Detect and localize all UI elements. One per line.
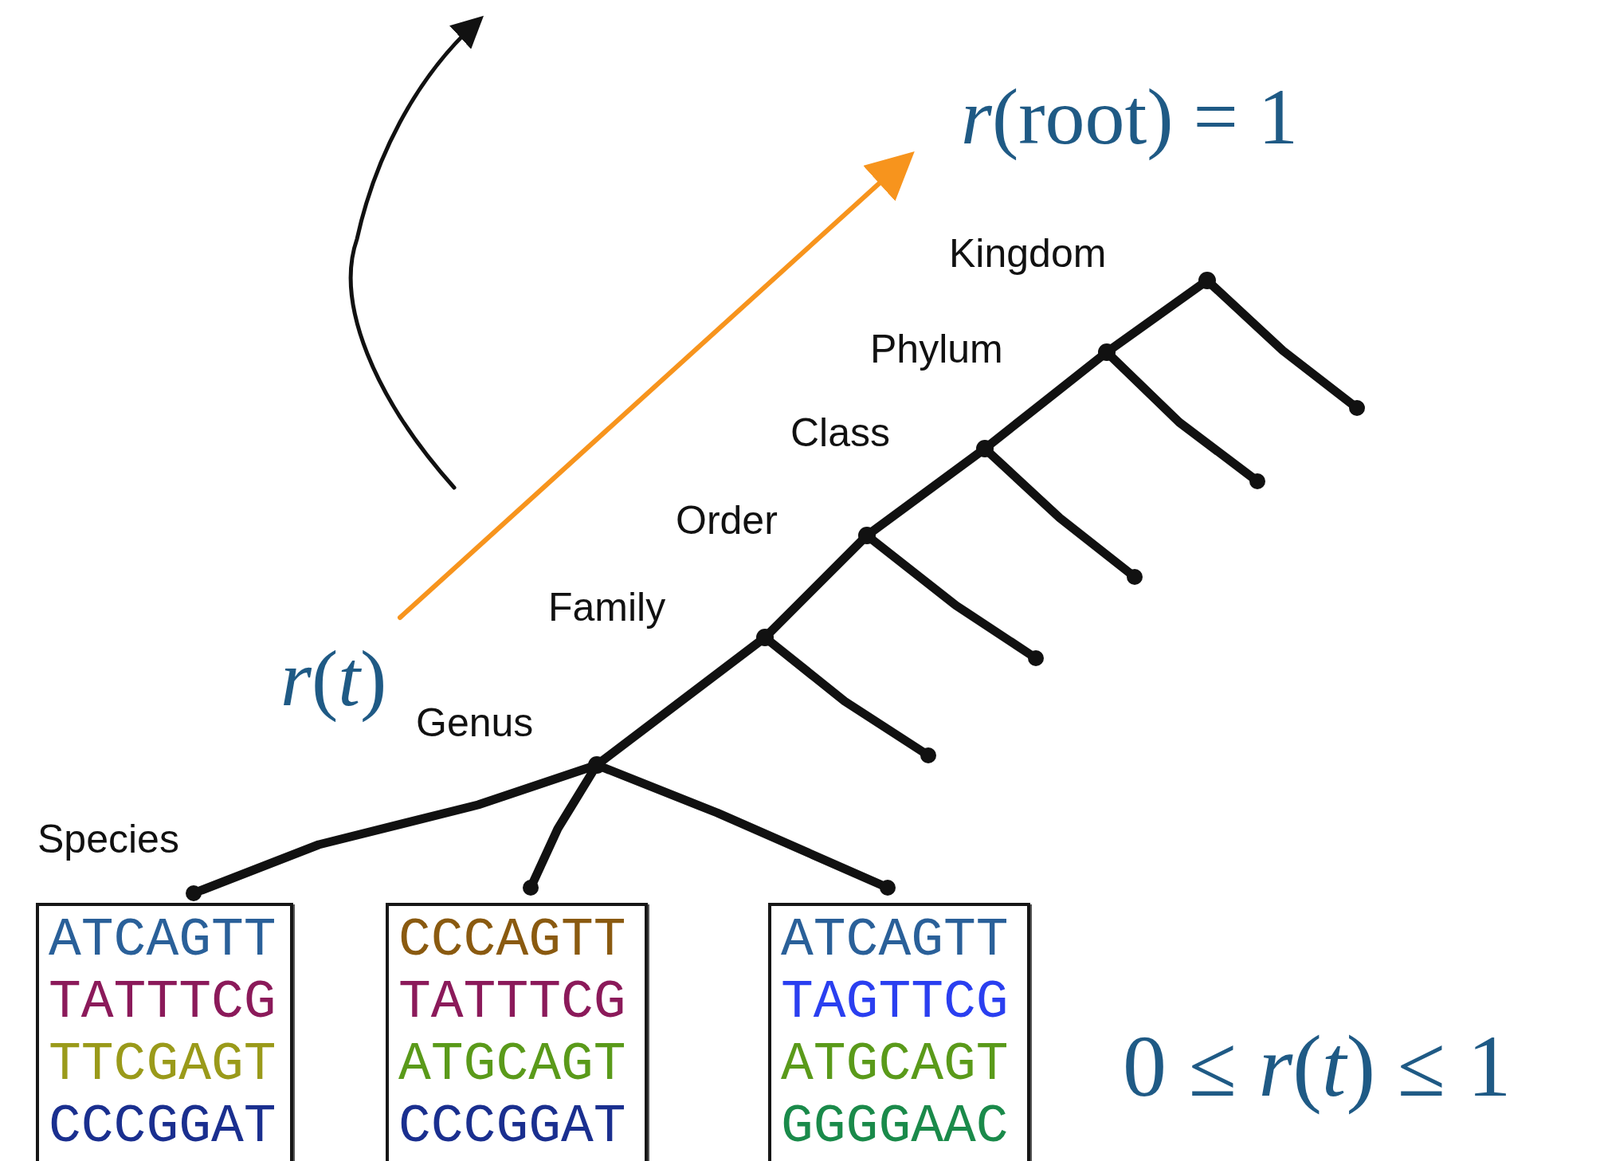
formula-label: 0 ≤ r(t) ≤ 1 xyxy=(1122,1013,1511,1119)
dna-sequence: ATCAGTT xyxy=(780,909,1018,972)
phylogenetic-tree xyxy=(193,280,1357,894)
rank-label: Genus xyxy=(415,698,534,747)
rank-label: Species xyxy=(37,815,180,863)
branch-tips xyxy=(185,271,1365,902)
rank-label: Class xyxy=(790,408,891,457)
dna-sequence: TTCGAGT xyxy=(48,1033,281,1096)
formula-label: r(t) xyxy=(280,631,387,727)
rank-label: Phylum xyxy=(870,325,1004,373)
curved-arrow xyxy=(350,23,475,488)
dna-sequence: TATTTCG xyxy=(48,971,281,1034)
formula-label: r(root) = 1 xyxy=(960,69,1299,165)
rank-label: Order xyxy=(675,496,778,545)
dna-sequence: ATCAGTT xyxy=(48,909,281,972)
dna-sequence: ATGCAGT xyxy=(780,1033,1018,1096)
sequence-box: CCCAGTTTATTTCGATGCAGTCCCGGAT xyxy=(385,902,648,1161)
sequence-box: ATCAGTTTAGTTCGATGCAGTGGGGAAC xyxy=(768,902,1031,1161)
dna-sequence: TAGTTCG xyxy=(780,971,1018,1034)
root-arrow xyxy=(400,164,901,618)
dna-sequence: TATTTCG xyxy=(398,971,636,1034)
dna-sequence: CCCGGAT xyxy=(48,1095,281,1158)
dna-sequence: ATGCAGT xyxy=(398,1033,636,1096)
sequence-box: ATCAGTTTATTTCGTTCGAGTCCCGGAT xyxy=(35,902,294,1161)
dna-sequence: CCCAGTT xyxy=(398,909,636,972)
dna-sequence: CCCGGAT xyxy=(398,1095,636,1158)
dna-sequence: GGGGAAC xyxy=(780,1095,1018,1158)
rank-label: Family xyxy=(548,583,666,632)
rank-label: Kingdom xyxy=(949,229,1106,278)
